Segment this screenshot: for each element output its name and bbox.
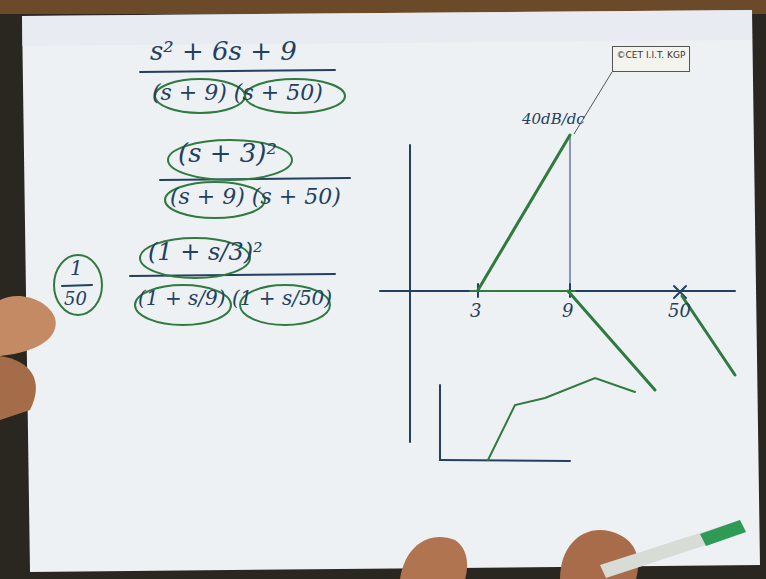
watermark-text: ©CET I.I.T. KGP [616,50,686,60]
handwritten-label: 9 [562,302,573,320]
handwritten-label: 50 [668,302,691,320]
handwritten-label: (s + 9) (s + 50) [152,82,323,104]
handwritten-label: (s + 9) (s + 50) [170,186,341,208]
handwritten-label: (1 + s/3)² [148,240,263,264]
handwritten-label: 3 [470,302,481,320]
handwritten-label: s² + 6s + 9 [150,38,297,64]
handwritten-label: 40dB/dc [522,112,585,127]
watermark-box: ©CET I.I.T. KGP [612,46,690,72]
handwritten-label: 1 [70,258,83,278]
handwritten-label: (1 + s/9) (1 + s/50) [138,288,332,308]
handwritten-label: (s + 3)² [178,140,277,166]
handwritten-label: 50 [64,290,87,308]
